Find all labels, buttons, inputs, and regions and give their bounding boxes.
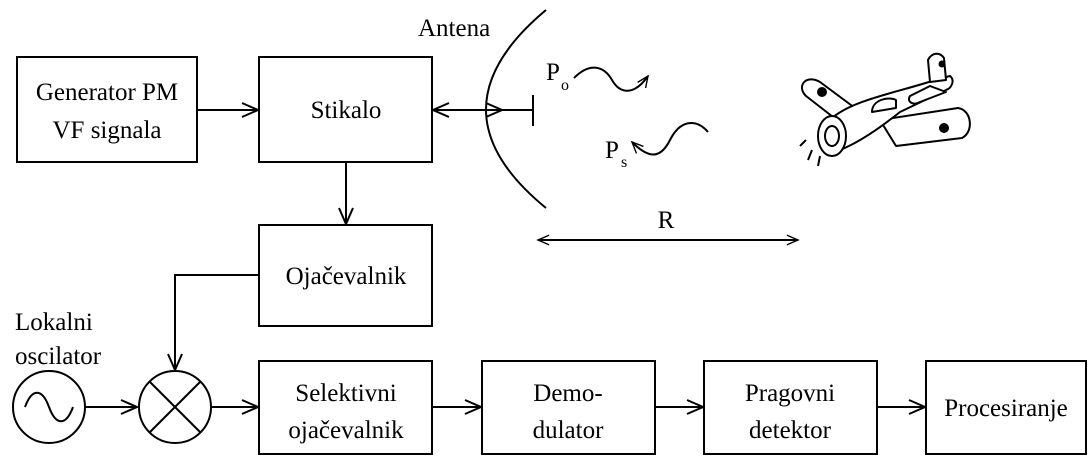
scattered-wave-arrow [632, 122, 709, 156]
mixer-icon [138, 370, 212, 444]
demodulator-label-line1: Demo- [533, 380, 602, 407]
processing-label: Procesiranje [944, 395, 1068, 422]
threshold-label-line1: Pragovni [745, 380, 835, 407]
scattered-power: P s [605, 122, 709, 171]
generator-block: Generator PM VF signala [16, 56, 198, 163]
oscillator-label-line1: Lokalni [15, 309, 93, 336]
processing-block: Procesiranje [925, 360, 1087, 455]
demodulator-block: Demo- dulator [481, 360, 656, 455]
oscillator-icon [12, 370, 86, 444]
antenna-dish [485, 9, 547, 209]
selective-amplifier-block: Selektivni ojačevalnik [258, 360, 433, 455]
selective-amp-label-line1: Selektivni [295, 380, 396, 407]
threshold-label-line2: detektor [749, 417, 832, 444]
generator-label-line1: Generator PM [36, 79, 178, 106]
generator-label-line2: VF signala [52, 117, 161, 144]
airplane-icon [799, 52, 971, 167]
switch-block: Stikalo [258, 56, 433, 163]
amplifier-label: Ojačevalnik [286, 263, 407, 290]
transmitted-power: P o [546, 59, 648, 94]
selective-amp-label-line2: ojačevalnik [288, 417, 404, 444]
amplifier-block: Ojačevalnik [258, 224, 433, 327]
po-label: P [546, 59, 560, 86]
switch-label: Stikalo [311, 97, 382, 124]
antenna-label: Antena [418, 15, 490, 42]
ps-subscript: s [621, 154, 627, 171]
threshold-detector-block: Pragovni detektor [703, 360, 878, 455]
demodulator-label-line2: dulator [533, 417, 604, 444]
range-label: R [658, 207, 675, 234]
amplifier-to-mixer-arrow [175, 274, 259, 370]
po-subscript: o [561, 77, 569, 94]
oscillator-label-line2: oscilator [15, 343, 102, 370]
ps-label: P [605, 137, 619, 164]
transmitted-wave-arrow [573, 66, 648, 92]
